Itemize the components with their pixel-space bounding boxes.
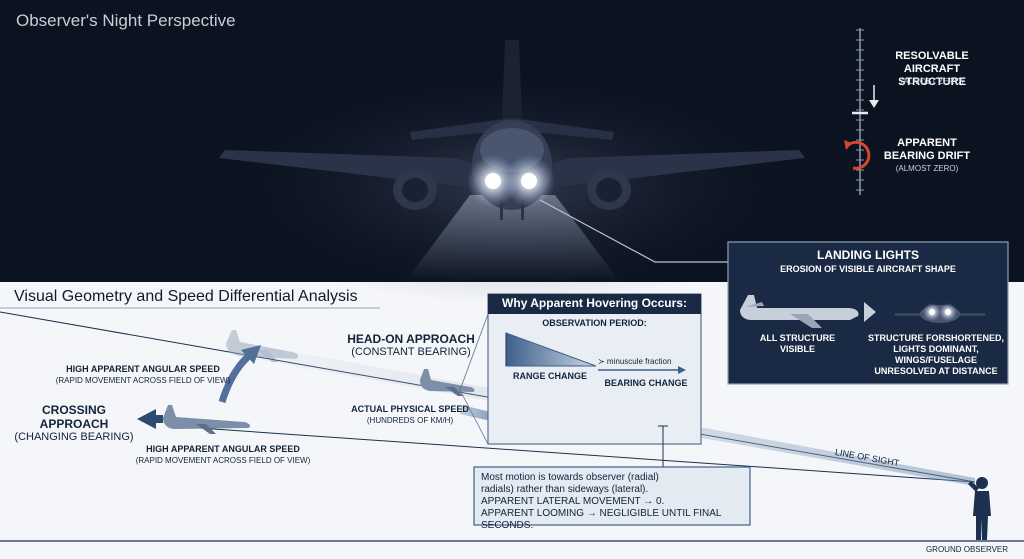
ground-observer-label: GROUND OBSERVER [925, 545, 1009, 554]
crossing-left-arrow-icon [137, 409, 163, 429]
hover-explanation-panel [487, 293, 702, 445]
structure-sub-label: (ALMOST ZERO) [900, 77, 964, 86]
minuscule-fraction-label: ≻ minuscule fraction [598, 357, 672, 366]
note-text: Most motion is towards observer (radial)… [481, 472, 722, 531]
high-speed-bottom-sub: (RAPID MOVEMENT ACROSS FIELD OF VIEW) [135, 456, 311, 465]
structure-label: RESOLVABLE AIRCRAFT STRUCTURE [895, 50, 969, 88]
landing-lights-title: LANDING LIGHTS [817, 248, 919, 262]
side-view-aircraft-icon [740, 295, 859, 328]
night-perspective-title: Observer's Night Perspective [16, 11, 236, 30]
observation-period-label: OBSERVATION PERIOD: [542, 318, 647, 328]
head-on-approach-label: HEAD-ON APPROACH (CONSTANT BEARING) [347, 332, 475, 358]
down-arrow-icon [869, 85, 879, 108]
foreshortened-aircraft-icon [895, 303, 985, 323]
crossing-sight-line [169, 425, 976, 483]
foreshortened-label: STRUCTURE FORSHORTENED, LIGHTS DOMINANT,… [867, 333, 1004, 376]
high-speed-top-sub: (RAPID MOVEMENT ACROSS FIELD OF VIEW) [55, 376, 231, 385]
high-speed-bottom-label: HIGH APPARENT ANGULAR SPEED [146, 444, 300, 454]
geometry-section-title: Visual Geometry and Speed Differential A… [14, 288, 358, 305]
high-speed-top-label: HIGH APPARENT ANGULAR SPEED [66, 364, 220, 374]
landing-lights-subtitle: EROSION OF VISIBLE AIRCRAFT SHAPE [780, 264, 956, 274]
bearing-change-label: BEARING CHANGE [604, 378, 688, 388]
note-panel [473, 466, 751, 526]
range-change-label: RANGE CHANGE [512, 371, 587, 381]
curved-up-arrow-icon [218, 352, 253, 404]
crossing-approach-label: CROSSING APPROACH (CHANGING BEARING) [14, 403, 134, 443]
light-beam [405, 195, 620, 282]
drift-rotation-icon [844, 140, 871, 170]
connector-line [539, 199, 728, 263]
drift-label: APPARENT BEARING DRIFT [883, 137, 971, 162]
crossing-aircraft [163, 405, 251, 434]
all-structure-label: ALL STRUCTURE VISIBLE [759, 333, 836, 354]
hover-panel-title: Why Apparent Hovering Occurs: [502, 296, 687, 310]
observer-figure-icon [968, 477, 991, 540]
transition-arrow-icon [864, 302, 876, 322]
actual-speed-sub: (HUNDREDS OF KM/H) [366, 416, 454, 425]
drift-sub-label: (ALMOST ZERO) [895, 164, 959, 173]
actual-speed-label: ACTUAL PHYSICAL SPEED [351, 404, 469, 414]
